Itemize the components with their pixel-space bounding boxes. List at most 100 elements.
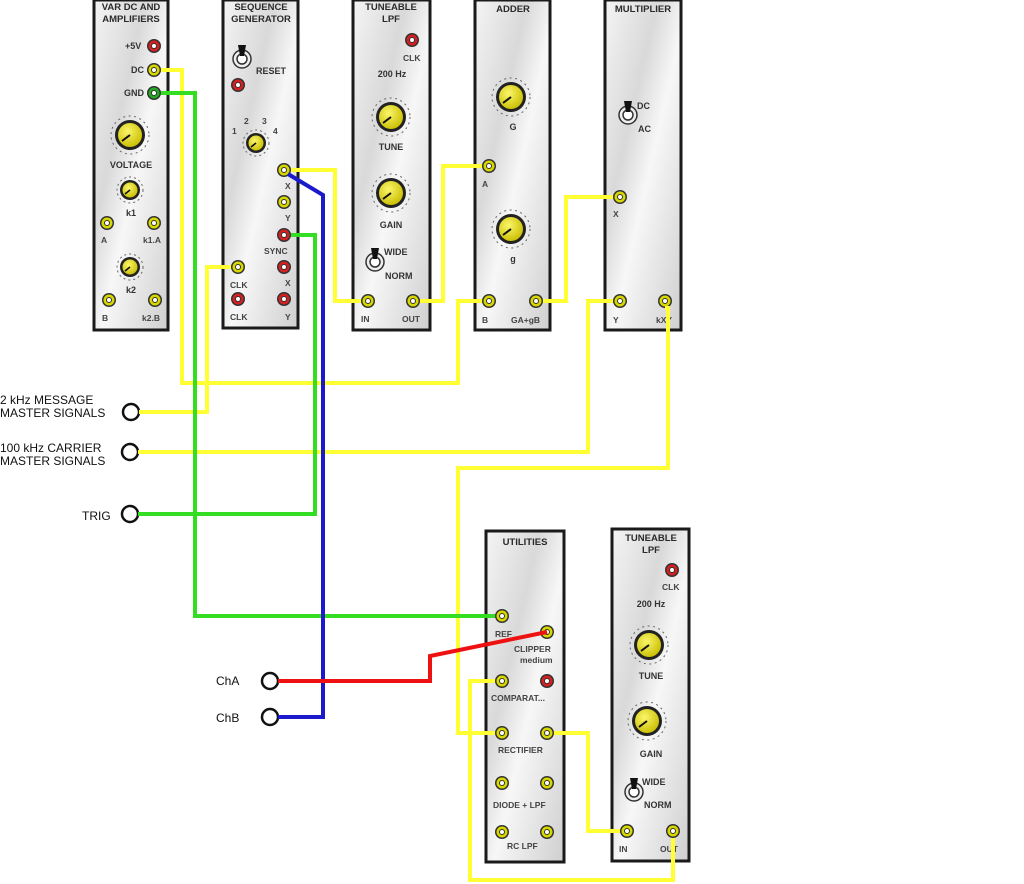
multiplier-title: MULTIPLIER xyxy=(615,4,671,15)
module-var-dc: VAR DC AND AMPLIFIERS +5V DC GND VOLTAGE… xyxy=(92,0,170,332)
adder-out-socket[interactable] xyxy=(528,293,544,309)
wire-seqx-to-lpf-in[interactable] xyxy=(291,168,361,303)
cha-label: ChA xyxy=(216,674,239,688)
var-dc-k1a-socket[interactable] xyxy=(146,215,162,231)
adder-B-socket[interactable] xyxy=(481,293,497,309)
trig-port[interactable] xyxy=(120,504,140,524)
carrier-label-2: MASTER SIGNALS xyxy=(0,454,105,468)
lpf-top-gain-label: GAIN xyxy=(380,220,403,230)
utilities-rc-out-socket[interactable] xyxy=(539,824,555,840)
lpf-top-norm-label: NORM xyxy=(385,271,413,281)
seq-gen-reset-socket[interactable] xyxy=(230,77,246,93)
lpf-bottom-in-socket[interactable] xyxy=(619,823,635,839)
trig-label: TRIG xyxy=(82,509,111,523)
cha-port[interactable] xyxy=(260,671,280,691)
var-dc-gnd-socket[interactable] xyxy=(146,85,162,101)
wire-dc-to-adder-b[interactable] xyxy=(161,68,482,385)
var-dc-a-socket[interactable] xyxy=(99,215,115,231)
chb-port[interactable] xyxy=(260,707,280,727)
lpf-bottom-out-label: OUT xyxy=(660,844,679,854)
seq-gen-y2-socket[interactable] xyxy=(276,291,292,307)
utilities-clipper-label: CLIPPER xyxy=(514,644,551,654)
multiplier-out-label: kXY xyxy=(656,315,672,325)
chb-label: ChB xyxy=(216,711,239,725)
lpf-bottom-freq-label: 200 Hz xyxy=(637,599,666,609)
lpf-top-clk-label: CLK xyxy=(403,53,421,63)
multiplier-out-socket[interactable] xyxy=(657,293,673,309)
utilities-ref-socket[interactable] xyxy=(494,608,510,624)
seq-gen-y-socket[interactable] xyxy=(276,194,292,210)
lpf-bottom-in-label: IN xyxy=(619,844,628,854)
lpf-bottom-norm-label: NORM xyxy=(644,800,672,810)
wire-gnd-to-ref[interactable] xyxy=(161,91,495,618)
utilities-rc-in-socket[interactable] xyxy=(494,824,510,840)
var-dc-k1a-label: k1.A xyxy=(143,235,161,245)
adder-A-socket[interactable] xyxy=(481,158,497,174)
lpf-top-out-socket[interactable] xyxy=(405,293,421,309)
lpf-bottom-tune-label: TUNE xyxy=(639,671,664,681)
var-dc-title-2: AMPLIFIERS xyxy=(102,14,160,25)
utilities-comparator-in-socket[interactable] xyxy=(494,673,510,689)
var-dc-b-label: B xyxy=(102,313,108,323)
var-dc-gnd-label: GND xyxy=(124,88,145,98)
seq-gen-dial-1: 1 xyxy=(232,126,237,136)
utilities-diode-out-socket[interactable] xyxy=(539,775,555,791)
seq-gen-clk-out-label: CLK xyxy=(230,312,248,322)
wire-trig-to-sync[interactable] xyxy=(138,233,317,516)
wire-cha-to-clipper[interactable] xyxy=(278,630,548,683)
wire-carrier-to-mult-y[interactable] xyxy=(138,299,613,454)
message-label-2: MASTER SIGNALS xyxy=(0,406,105,420)
multiplier-y-socket[interactable] xyxy=(612,293,628,309)
lpf-bottom-gain-label: GAIN xyxy=(640,749,663,759)
multiplier-x-socket[interactable] xyxy=(612,189,628,205)
utilities-rectifier-out-socket[interactable] xyxy=(539,725,555,741)
lpf-bottom-out-socket[interactable] xyxy=(665,823,681,839)
wire-seqx-to-chb[interactable] xyxy=(278,172,325,719)
utilities-diode-in-socket[interactable] xyxy=(494,775,510,791)
lpf-top-in-socket[interactable] xyxy=(360,293,376,309)
seq-gen-clk-out-socket[interactable] xyxy=(230,291,246,307)
lpf-bottom-title-1: TUNEABLE xyxy=(625,533,677,544)
message-port[interactable] xyxy=(121,402,141,422)
carrier-port[interactable] xyxy=(120,442,140,462)
k1-knob[interactable] xyxy=(116,176,144,204)
utilities-comparator-out-socket[interactable] xyxy=(539,673,555,689)
seq-gen-clk-in-label: CLK xyxy=(230,280,248,290)
seq-gen-clk-in-socket[interactable] xyxy=(230,259,246,275)
var-dc-plus5v-label: +5V xyxy=(125,41,141,51)
lpf-bottom-clk-socket[interactable] xyxy=(664,562,680,578)
seq-gen-sync-socket[interactable] xyxy=(276,227,292,243)
wire-lpf-out-to-adder-a[interactable] xyxy=(420,164,482,303)
utilities-rectifier-label: RECTIFIER xyxy=(498,745,543,755)
var-dc-dc-socket[interactable] xyxy=(146,62,162,78)
lpf-top-in-label: IN xyxy=(361,314,370,324)
wire-adder-out-to-mult-x[interactable] xyxy=(543,195,613,303)
var-dc-voltage-label: VOLTAGE xyxy=(110,160,152,170)
seq-gen-y2-label: Y xyxy=(285,312,291,322)
wire-lpf-out-to-comparator[interactable] xyxy=(468,679,675,882)
wire-rectifier-to-lpf-in[interactable] xyxy=(554,731,620,833)
var-dc-k2b-socket[interactable] xyxy=(147,292,163,308)
adder-out-label: GA+gB xyxy=(511,315,540,325)
seq-gen-dial-2: 2 xyxy=(244,116,249,126)
seq-gen-title-2: GENERATOR xyxy=(231,14,291,25)
adder-B-label: B xyxy=(482,315,488,325)
utilities-rectifier-in-socket[interactable] xyxy=(494,725,510,741)
seq-gen-sync-label: SYNC xyxy=(264,246,288,256)
wire-message-to-clk[interactable] xyxy=(139,265,231,414)
lpf-top-freq-label: 200 Hz xyxy=(378,69,407,79)
wire-mult-out-to-rectifier[interactable] xyxy=(456,306,670,735)
sequence-length-knob[interactable] xyxy=(242,129,270,157)
lpf-top-clk-socket[interactable] xyxy=(404,32,420,48)
var-dc-k2-label: k2 xyxy=(126,285,136,295)
multiplier-y-label: Y xyxy=(613,315,619,325)
var-dc-plus5v-socket[interactable] xyxy=(146,38,162,54)
lpf-top-title-2: LPF xyxy=(382,14,400,25)
var-dc-b-socket[interactable] xyxy=(101,292,117,308)
adder-G-label: G xyxy=(509,122,516,132)
seq-gen-x2-socket[interactable] xyxy=(276,259,292,275)
k2-knob[interactable] xyxy=(116,253,144,281)
var-dc-title-1: VAR DC AND xyxy=(102,2,161,13)
module-multiplier: MULTIPLIER DC AC X Y kXY xyxy=(603,0,683,332)
